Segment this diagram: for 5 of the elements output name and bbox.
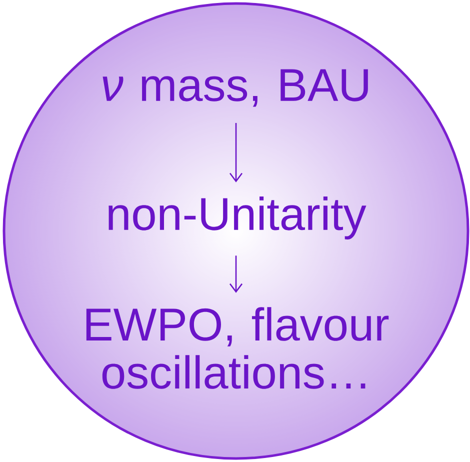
node-text: non-Unitarity [108,196,366,240]
arrow [229,122,243,182]
node-text: EWPO, flavour oscillations… [86,307,389,389]
arrow [229,256,243,293]
node-text: ν mass, BAU [102,69,368,107]
